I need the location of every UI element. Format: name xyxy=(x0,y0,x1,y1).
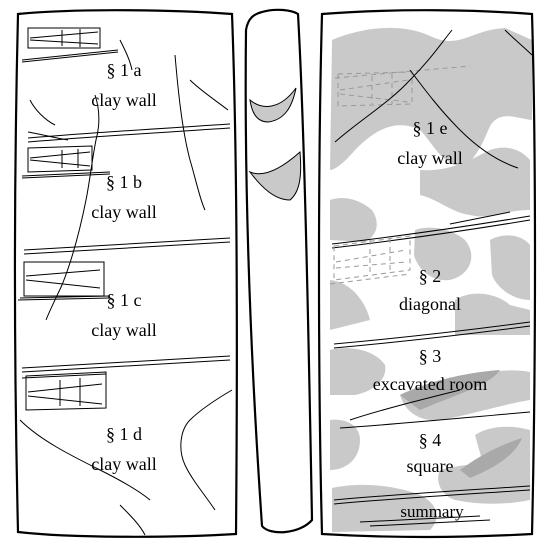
left-slab: § 1 a clay wall § 1 b clay wall § 1 c cl… xyxy=(13,9,238,538)
section-1d-label: § 1 d xyxy=(106,424,142,444)
section-1c-sketch xyxy=(17,261,111,301)
right-slab-dark-shading xyxy=(400,370,522,478)
crack xyxy=(119,39,133,71)
summary-label: summary xyxy=(400,502,464,521)
left-slab-outline xyxy=(13,9,238,538)
crack xyxy=(174,54,206,211)
crack xyxy=(19,419,151,501)
crack xyxy=(349,389,461,421)
crack xyxy=(409,69,519,169)
section-divider xyxy=(27,123,231,143)
crack xyxy=(189,79,229,111)
section-3-sublabel: excavated room xyxy=(373,374,487,394)
section-1d-sublabel: clay wall xyxy=(91,454,156,474)
crack xyxy=(119,504,146,536)
section-1e-dashed-sketch xyxy=(334,65,471,107)
section-1c-label: § 1 c xyxy=(107,290,142,310)
crack xyxy=(504,29,533,56)
section-divider xyxy=(21,355,231,373)
crack xyxy=(29,99,56,126)
section-1a-sketch xyxy=(21,27,119,63)
section-divider xyxy=(333,321,531,349)
section-divider xyxy=(339,411,531,429)
section-1b-sublabel: clay wall xyxy=(91,202,156,222)
right-slab-outline xyxy=(317,9,537,539)
middle-slab-shaded-patch xyxy=(249,87,297,123)
middle-slab-shaded-patch xyxy=(248,150,302,201)
section-2-dashed-sketch xyxy=(329,235,411,285)
section-1c-sublabel: clay wall xyxy=(91,320,156,340)
crack xyxy=(334,29,453,143)
section-1e-label: § 1 e xyxy=(413,118,448,138)
section-1b-label: § 1 b xyxy=(106,172,142,192)
section-1a-sublabel: clay wall xyxy=(91,90,156,110)
section-divider xyxy=(23,237,231,255)
crack xyxy=(180,389,233,511)
section-divider xyxy=(333,485,531,505)
right-slab: § 1 e clay wall § 2 diagonal § 3 excavat… xyxy=(317,9,537,539)
middle-slab-outline xyxy=(244,8,314,534)
section-4-sublabel: square xyxy=(407,456,454,476)
crack xyxy=(45,94,100,321)
section-4-label: § 4 xyxy=(419,430,442,450)
section-1b-sketch xyxy=(21,145,111,179)
section-2-sublabel: diagonal xyxy=(399,294,461,314)
section-1d-sketch xyxy=(21,371,107,411)
section-1e-sublabel: clay wall xyxy=(397,148,462,168)
section-2-label: § 2 xyxy=(419,266,442,286)
section-3-label: § 3 xyxy=(419,346,442,366)
section-1a-label: § 1 a xyxy=(107,60,142,80)
middle-slab xyxy=(244,8,314,534)
section-divider xyxy=(331,215,531,249)
